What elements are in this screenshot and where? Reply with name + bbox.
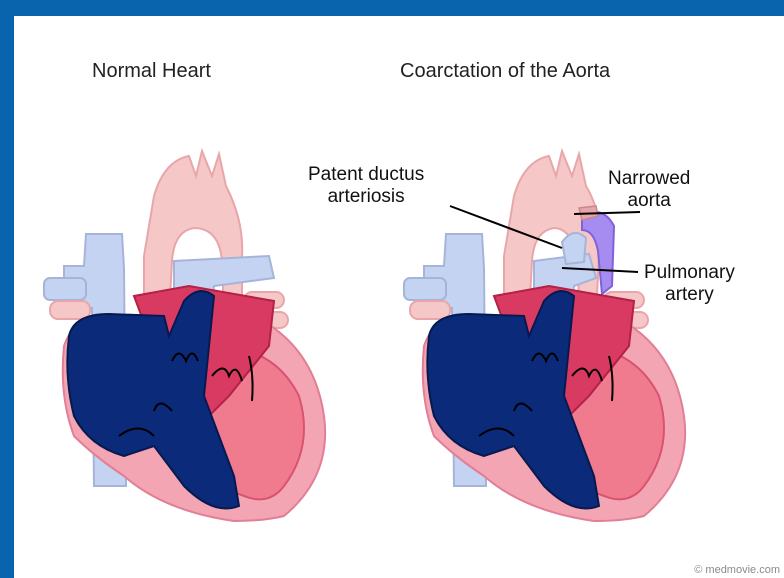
normal-heart-title: Normal Heart [92, 60, 211, 83]
copyright-credit: © medmovie.com [694, 564, 780, 576]
coarctation-title: Coarctation of the Aorta [400, 60, 610, 83]
pulmonary-artery-label-line2: artery [644, 284, 735, 306]
patent-ductus-label-line1: Patent ductus [308, 164, 424, 186]
patent-ductus-label-line2: arteriosis [308, 186, 424, 208]
normal-heart [44, 151, 325, 521]
pulmonary-artery-label: Pulmonary artery [644, 262, 735, 306]
narrowed-aorta-label-line2: aorta [608, 190, 690, 212]
patent-ductus-label: Patent ductus arteriosis [308, 164, 424, 208]
narrowed-aorta-label: Narrowed aorta [608, 168, 690, 212]
diagram-panel: Normal Heart Coarctation of the Aorta Pa… [14, 16, 784, 578]
pulmonary-artery-label-line1: Pulmonary [644, 262, 735, 284]
narrowed-aorta-label-line1: Narrowed [608, 168, 690, 190]
